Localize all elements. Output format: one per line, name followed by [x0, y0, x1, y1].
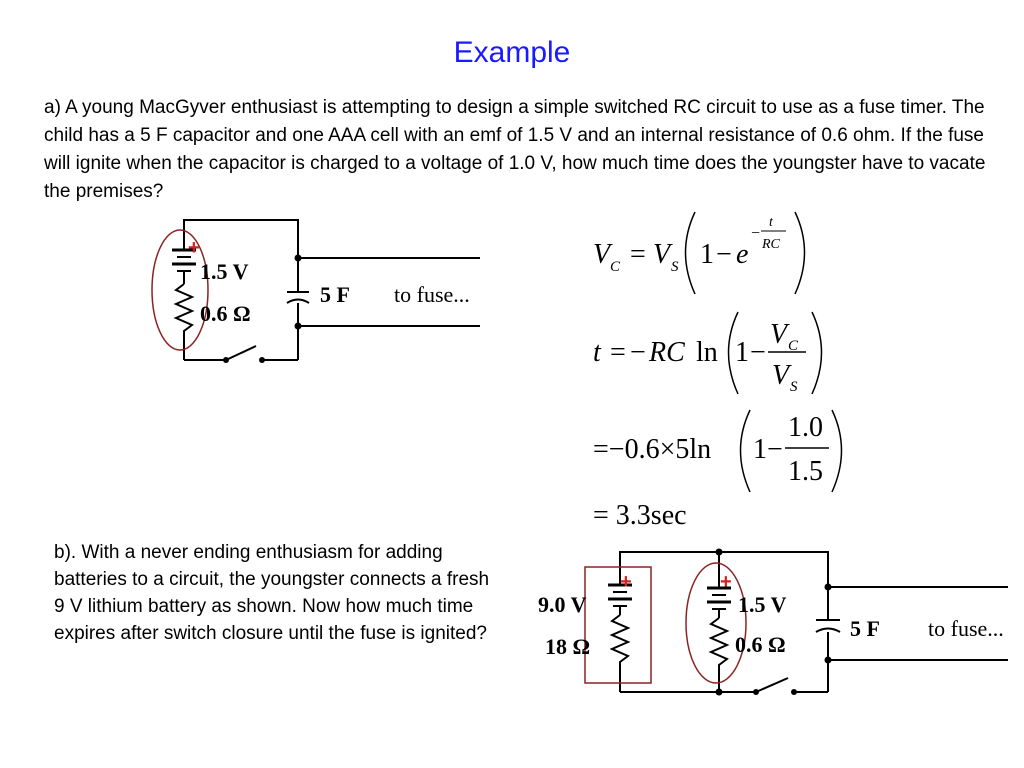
emf-label-b-left: 9.0 V [538, 592, 587, 617]
svg-text:1: 1 [700, 239, 714, 270]
svg-text:C: C [610, 259, 621, 275]
svg-text:=: = [630, 239, 646, 270]
svg-text:−: − [716, 239, 732, 270]
problem-part-a: a) A young MacGyver enthusiast is attemp… [44, 97, 986, 202]
equation-1: V C = V S 1 − e − t RC [593, 211, 806, 295]
svg-text:e: e [736, 239, 748, 270]
resistance-label-a: 0.6 Ω [200, 301, 251, 326]
emf-label-b-right: 1.5 V [738, 592, 787, 617]
svg-text:V: V [593, 239, 613, 270]
svg-text:ln: ln [696, 337, 718, 368]
equation-2: t = − RC ln 1 − V C V S [593, 311, 823, 395]
svg-text:t: t [593, 337, 602, 368]
equation-4: = 3.3sec [593, 500, 687, 531]
svg-text:RC: RC [761, 237, 781, 252]
polarity-plus-b-right: + [720, 571, 732, 593]
svg-text:1.5: 1.5 [788, 456, 823, 487]
svg-text:V: V [772, 360, 792, 391]
svg-text:S: S [671, 259, 679, 275]
resistance-label-b-right: 0.6 Ω [735, 632, 786, 657]
polarity-plus-b-left: + [620, 571, 632, 593]
svg-text:1.0: 1.0 [788, 412, 823, 443]
svg-text:V: V [770, 319, 790, 350]
svg-text:=: = [610, 337, 626, 368]
capacitor-label-a: 5 F [320, 282, 350, 307]
svg-text:V: V [653, 239, 673, 270]
svg-text:−: − [767, 434, 783, 465]
svg-text:−: − [630, 337, 646, 368]
svg-text:S: S [790, 379, 798, 395]
problem-part-b: b). With a never ending enthusiasm for a… [54, 542, 490, 644]
svg-text:−: − [751, 225, 760, 242]
svg-text:1: 1 [735, 337, 749, 368]
equation-3: =−0.6×5ln 1 − 1.0 1.5 [593, 409, 843, 493]
svg-text:C: C [788, 338, 799, 354]
svg-text:RC: RC [648, 337, 685, 368]
output-label-b: to fuse... [928, 616, 1004, 641]
svg-text:t: t [769, 215, 774, 230]
output-label-a: to fuse... [394, 282, 470, 307]
svg-text:=−0.6×5ln: =−0.6×5ln [593, 434, 711, 465]
svg-text:−: − [750, 337, 766, 368]
emf-label-a: 1.5 V [200, 259, 249, 284]
polarity-plus-a: + [188, 237, 200, 259]
slide-title: Example [453, 36, 571, 69]
capacitor-label-b: 5 F [850, 616, 880, 641]
resistance-label-b-left: 18 Ω [545, 634, 590, 659]
svg-text:1: 1 [753, 434, 767, 465]
